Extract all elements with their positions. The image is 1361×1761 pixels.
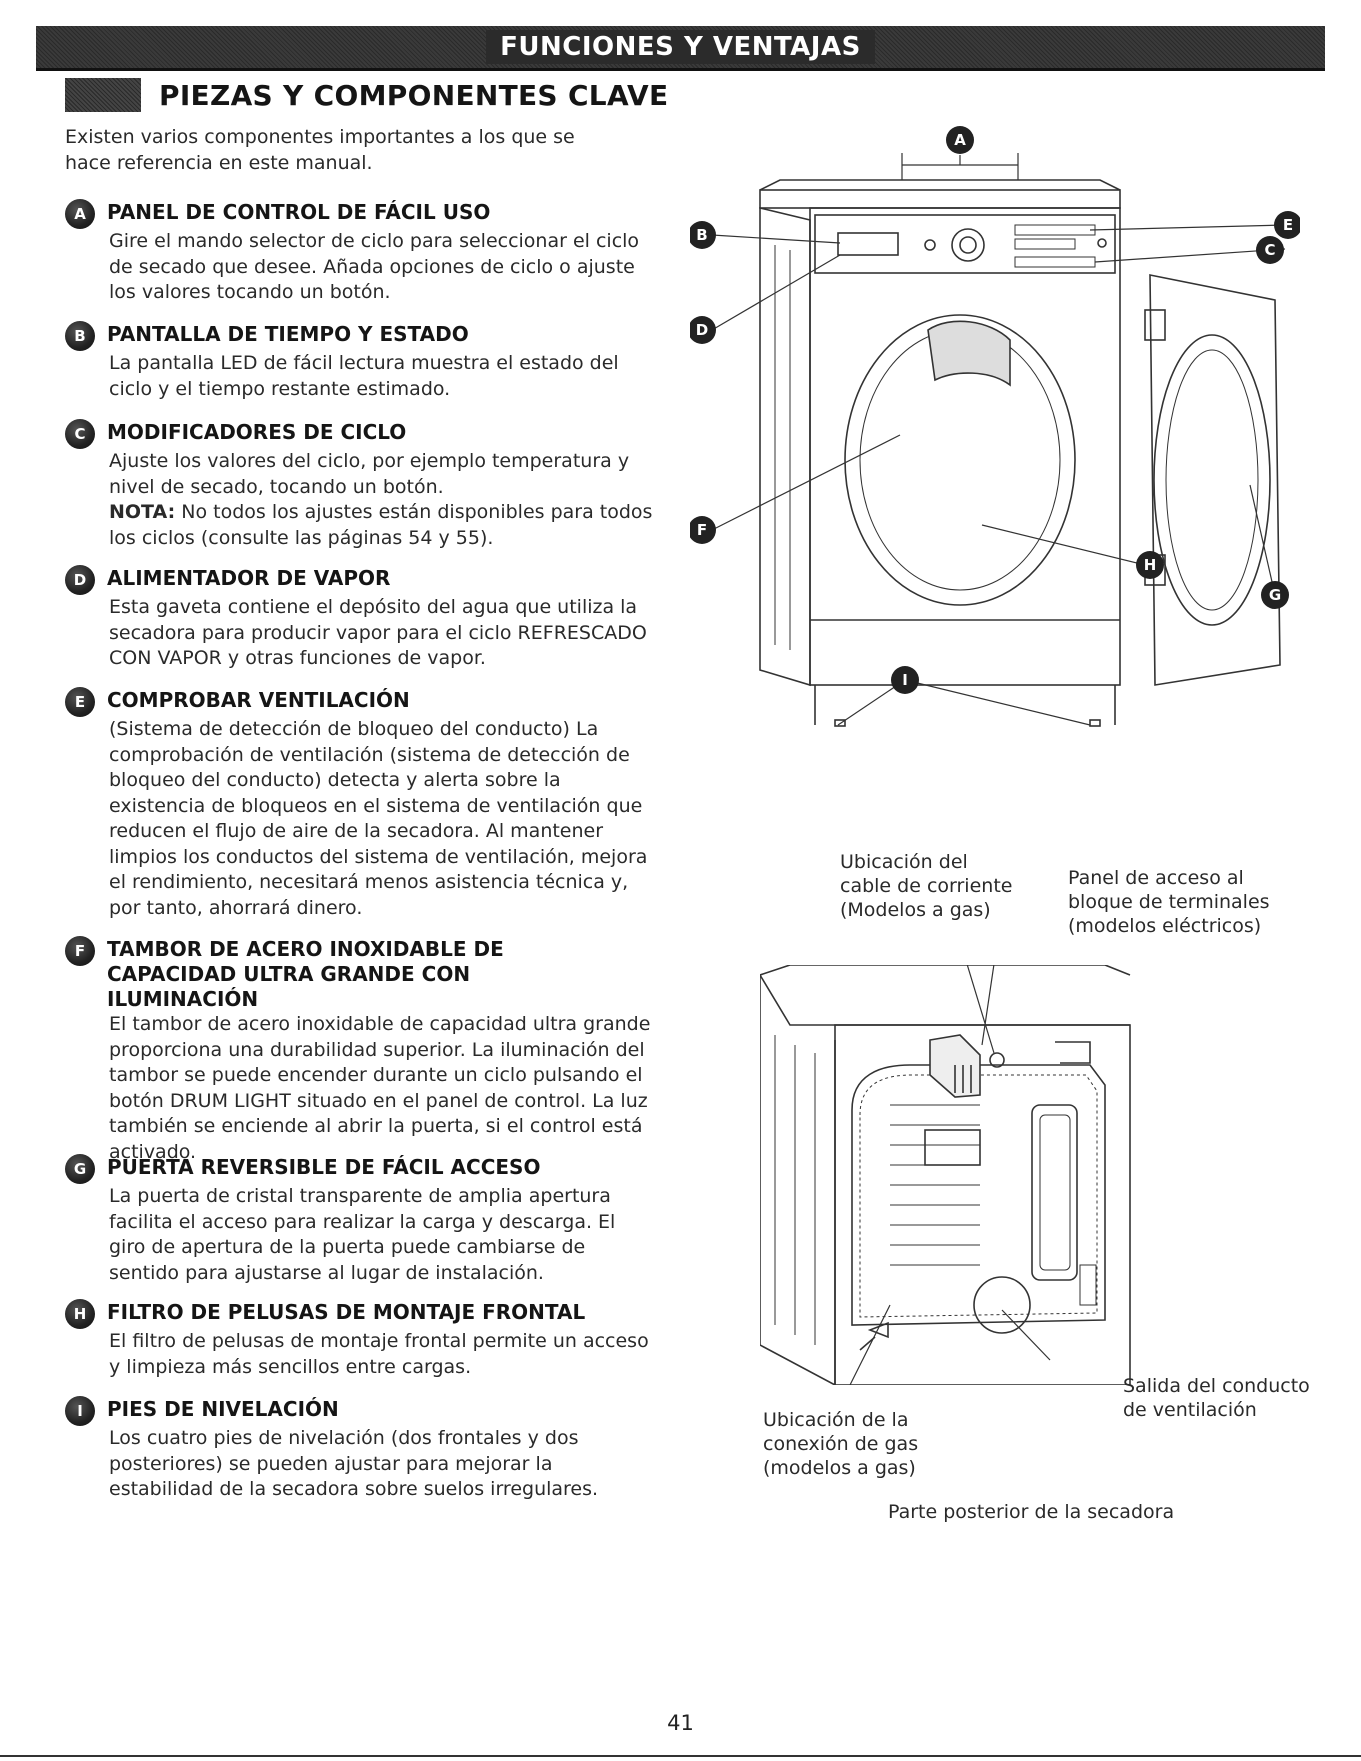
label-exhaust: Salida del conducto de ventilación <box>1123 1375 1310 1421</box>
item-title: PIES DE NIVELACIÓN <box>107 1397 339 1421</box>
callout-h <box>1136 551 1164 579</box>
badge-g: G <box>65 1154 95 1184</box>
svg-text:E: E <box>1283 216 1293 234</box>
badge-f: F <box>65 936 95 966</box>
svg-text:C: C <box>1264 241 1275 259</box>
item-title: FILTRO DE PELUSAS DE MONTAJE FRONTAL <box>107 1300 586 1324</box>
badge-i: I <box>65 1396 95 1426</box>
section-heading: PIEZAS Y COMPONENTES CLAVE <box>65 78 668 112</box>
item-h: H FILTRO DE PELUSAS DE MONTAJE FRONTAL El… <box>65 1299 655 1380</box>
section-marker <box>65 78 141 112</box>
item-e: E COMPROBAR VENTILACIÓN (Sistema de detec… <box>65 687 655 921</box>
svg-text:B: B <box>696 226 707 244</box>
note-label: NOTA: <box>109 501 176 523</box>
item-body: Los cuatro pies de nivelación (dos front… <box>109 1427 599 1500</box>
svg-text:H: H <box>1144 556 1157 574</box>
label-power-cord: Ubicación del cable de corriente (Modelo… <box>840 851 1013 921</box>
item-b: B PANTALLA DE TIEMPO Y ESTADO La pantalla… <box>65 321 655 402</box>
item-c: C MODIFICADORES DE CICLO Ajuste los valor… <box>65 419 655 551</box>
callout-e <box>1274 211 1300 239</box>
callout-b <box>690 221 716 249</box>
badge-b: B <box>65 321 95 351</box>
callout-d <box>690 316 716 344</box>
callout-g <box>1261 581 1289 609</box>
svg-text:D: D <box>696 321 708 339</box>
badge-d: D <box>65 565 95 595</box>
item-title: PANEL DE CONTROL DE FÁCIL USO <box>107 200 491 224</box>
item-title: PANTALLA DE TIEMPO Y ESTADO <box>107 322 469 346</box>
item-body: Gire el mando selector de ciclo para sel… <box>109 230 640 303</box>
item-i: I PIES DE NIVELACIÓN Los cuatro pies de n… <box>65 1396 655 1503</box>
callout-c <box>1256 236 1284 264</box>
item-body: La pantalla LED de fácil lectura muestra… <box>109 352 619 400</box>
badge-c: C <box>65 419 95 449</box>
badge-a: A <box>65 199 95 229</box>
dryer-front-illustration: A B E C D F H G I <box>690 126 1300 727</box>
item-body: (Sistema de detección de bloqueo del con… <box>109 718 648 919</box>
item-title: COMPROBAR VENTILACIÓN <box>107 688 410 712</box>
label-terminal-panel: Panel de acceso al bloque de terminales … <box>1068 867 1270 937</box>
section-title: PIEZAS Y COMPONENTES CLAVE <box>159 78 669 112</box>
item-title: MODIFICADORES DE CICLO <box>107 420 407 444</box>
svg-text:I: I <box>902 671 908 689</box>
item-body: Esta gaveta contiene el depósito del agu… <box>109 596 647 669</box>
note-text: No todos los ajustes están disponibles p… <box>109 501 653 549</box>
callout-a <box>946 126 974 154</box>
item-d: D ALIMENTADOR DE VAPOR Esta gaveta contie… <box>65 565 655 672</box>
dryer-rear-illustration <box>760 965 1131 1385</box>
header-bar: FUNCIONES Y VENTAJAS <box>36 26 1325 71</box>
item-body: Ajuste los valores del ciclo, por ejempl… <box>109 449 655 551</box>
item-title: PUERTA REVERSIBLE DE FÁCIL ACCESO <box>107 1155 541 1179</box>
item-body-text: Ajuste los valores del ciclo, por ejempl… <box>109 450 630 498</box>
item-title: TAMBOR DE ACERO INOXIDABLE DE CAPACIDAD … <box>107 937 504 1011</box>
item-g: G PUERTA REVERSIBLE DE FÁCIL ACCESO La pu… <box>65 1154 655 1286</box>
svg-text:G: G <box>1269 586 1281 604</box>
item-note: NOTA: No todos los ajustes están disponi… <box>109 500 655 551</box>
item-title: ALIMENTADOR DE VAPOR <box>107 566 391 590</box>
item-body: La puerta de cristal transparente de amp… <box>109 1185 616 1284</box>
label-gas-connection: Ubicación de la conexión de gas (modelos… <box>763 1409 919 1479</box>
intro-text: Existen varios componentes importantes a… <box>65 126 575 174</box>
item-body: El filtro de pelusas de montaje frontal … <box>109 1330 649 1378</box>
svg-text:A: A <box>954 131 966 149</box>
header-title: FUNCIONES Y VENTAJAS <box>486 30 875 64</box>
svg-text:F: F <box>697 521 707 539</box>
item-a: A PANEL DE CONTROL DE FÁCIL USO Gire el m… <box>65 199 655 306</box>
item-body: El tambor de acero inoxidable de capacid… <box>109 1013 651 1163</box>
figure-caption: Parte posterior de la secadora <box>888 1501 1175 1523</box>
badge-h: H <box>65 1299 95 1329</box>
page-number: 41 <box>667 1711 694 1735</box>
badge-e: E <box>65 687 95 717</box>
callout-i <box>891 666 919 694</box>
bottom-rule <box>0 1755 1361 1757</box>
callout-f <box>690 516 716 544</box>
item-f: F TAMBOR DE ACERO INOXIDABLE DE CAPACIDAD… <box>65 936 655 1165</box>
